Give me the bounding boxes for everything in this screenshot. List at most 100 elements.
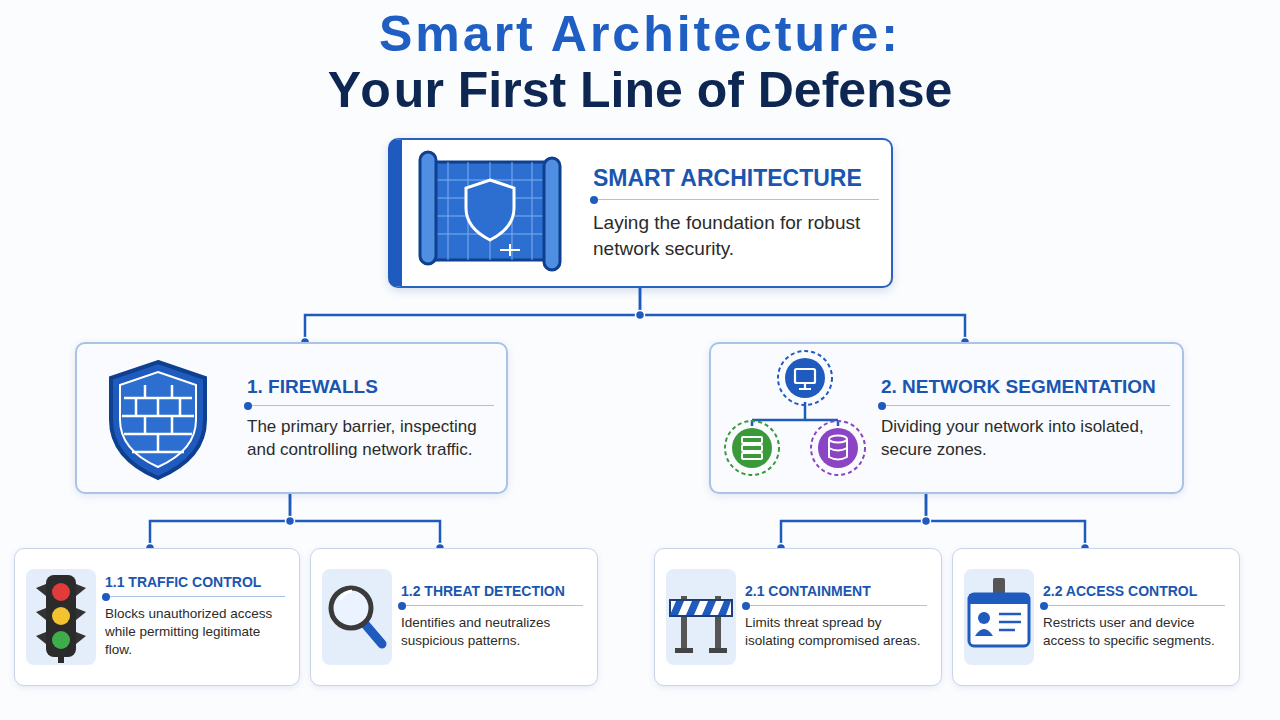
icon-tile-part [666, 569, 736, 665]
firewall-shield-part-part [157, 434, 160, 452]
id-badge-part [969, 594, 1029, 604]
text-block: SMART ARCHITECTURE Laying the foundation … [593, 165, 879, 261]
barrier-part [670, 600, 732, 616]
blueprint-part-part [428, 180, 552, 181]
blueprint-icon [420, 152, 560, 270]
firewall-shield-part-part [144, 385, 147, 398]
blueprint-part [466, 180, 514, 240]
network-part [829, 436, 847, 460]
traffic-light-part [52, 583, 70, 601]
barrier-icon [670, 596, 732, 653]
network-part [732, 428, 772, 468]
blueprint-part-part [428, 198, 552, 199]
blueprint-part-part [428, 234, 552, 235]
branch-box: 2. NETWORK SEGMENTATION Dividing your net… [709, 342, 1184, 494]
blueprint-part-part [428, 216, 552, 217]
barrier-part [670, 601, 731, 615]
node-heading: 1.2 THREAT DETECTION [401, 583, 583, 606]
id-badge-part-part [999, 621, 1021, 624]
blueprint-part-part [448, 162, 449, 260]
network-part-part [829, 436, 847, 443]
id-badge-icon [969, 578, 1029, 646]
text-block: 1. FIREWALLSThe primary barrier, inspect… [247, 376, 494, 462]
icon-tile-part [322, 569, 392, 665]
barrier-part [715, 596, 721, 650]
node-description: Restricts user and device access to spec… [1043, 614, 1225, 650]
node-heading: SMART ARCHITECTURE [593, 165, 879, 200]
id-badge-part-part [999, 629, 1015, 632]
node-heading: 2. NETWORK SEGMENTATION [881, 376, 1170, 406]
magnifier-part [331, 588, 371, 628]
blueprint-part [500, 244, 520, 256]
leaf-box: 2.2 ACCESS CONTROLRestricts user and dev… [952, 548, 1240, 686]
junction-dot [636, 311, 645, 320]
network-part [818, 428, 858, 468]
blueprint-part [420, 152, 436, 264]
blueprint-part [544, 158, 560, 270]
barrier-part [675, 648, 693, 653]
node-description: Dividing your network into isolated, sec… [881, 416, 1170, 462]
text-block: 1.2 THREAT DETECTIONIdentifies and neutr… [401, 583, 583, 650]
firewall-shield-icon [111, 362, 205, 478]
tree-connector [305, 288, 640, 342]
leaf-box: 1.2 THREAT DETECTIONIdentifies and neutr… [310, 548, 598, 686]
junction-dot [922, 517, 931, 526]
network-part-part [742, 453, 762, 459]
node-description: The primary barrier, inspecting and cont… [247, 416, 494, 462]
node-heading: 2.1 CONTAINMENT [745, 583, 927, 606]
firewall-shield-part-part [171, 385, 174, 398]
barrier-part [681, 596, 687, 650]
network-part [811, 421, 865, 475]
firewall-shield-part-part [122, 415, 194, 418]
firewall-shield-part [122, 385, 194, 452]
firewall-shield-part [120, 372, 196, 467]
tree-connector [781, 494, 926, 548]
network-part [742, 437, 762, 459]
node-description: Laying the foundation for robust network… [593, 210, 879, 261]
firewall-shield-part-part [179, 398, 182, 416]
id-badge-part [969, 594, 1029, 646]
firewall-shield-part-part [144, 416, 147, 434]
id-badge-part-part [999, 613, 1021, 616]
firewall-shield-part-part [135, 398, 138, 416]
tree-connector [150, 494, 290, 548]
icon-tile-part [964, 569, 1034, 665]
blueprint-part [428, 162, 552, 260]
icon-tile-part [26, 569, 96, 665]
tree-connector [640, 288, 965, 342]
blueprint-part-part [468, 162, 469, 260]
blueprint-part-part [532, 162, 533, 260]
text-block: 1.1 TRAFFIC CONTROLBlocks unauthorized a… [105, 574, 285, 658]
traffic-light-part [52, 631, 70, 649]
text-block: 2. NETWORK SEGMENTATION Dividing your net… [881, 376, 1170, 462]
traffic-light-part [52, 607, 70, 625]
firewall-shield-part-part [132, 451, 184, 454]
firewall-shield-part-part [171, 416, 174, 434]
network-icon [725, 351, 865, 475]
id-badge-part [993, 578, 1005, 600]
network-part [785, 358, 825, 398]
network-part-part [742, 437, 762, 443]
tree-connector [926, 494, 1085, 548]
magnifier-part [340, 591, 352, 600]
id-badge-part [999, 614, 1021, 630]
junction-dot [286, 517, 295, 526]
root-box: SMART ARCHITECTURE Laying the foundation … [388, 138, 893, 288]
tree-connector [290, 494, 440, 548]
id-badge-part [978, 612, 990, 624]
text-block: 2.2 ACCESS CONTROLRestricts user and dev… [1043, 583, 1225, 650]
id-badge-part [975, 629, 993, 636]
network-part [778, 351, 832, 405]
text-block: 2.1 CONTAINMENTLimits threat spread by i… [745, 583, 927, 650]
network-part [795, 369, 815, 383]
barrier-part [709, 648, 727, 653]
traffic-light-part [46, 575, 76, 657]
network-part-part [742, 445, 762, 451]
blueprint-part [428, 162, 552, 260]
firewall-shield-part [111, 362, 205, 478]
traffic-light-part [36, 584, 86, 644]
firewall-shield-part-part [124, 397, 192, 400]
network-part [799, 383, 811, 389]
leaf-box: 1.1 TRAFFIC CONTROLBlocks unauthorized a… [14, 548, 300, 686]
firewall-shield-part-part [157, 398, 160, 416]
